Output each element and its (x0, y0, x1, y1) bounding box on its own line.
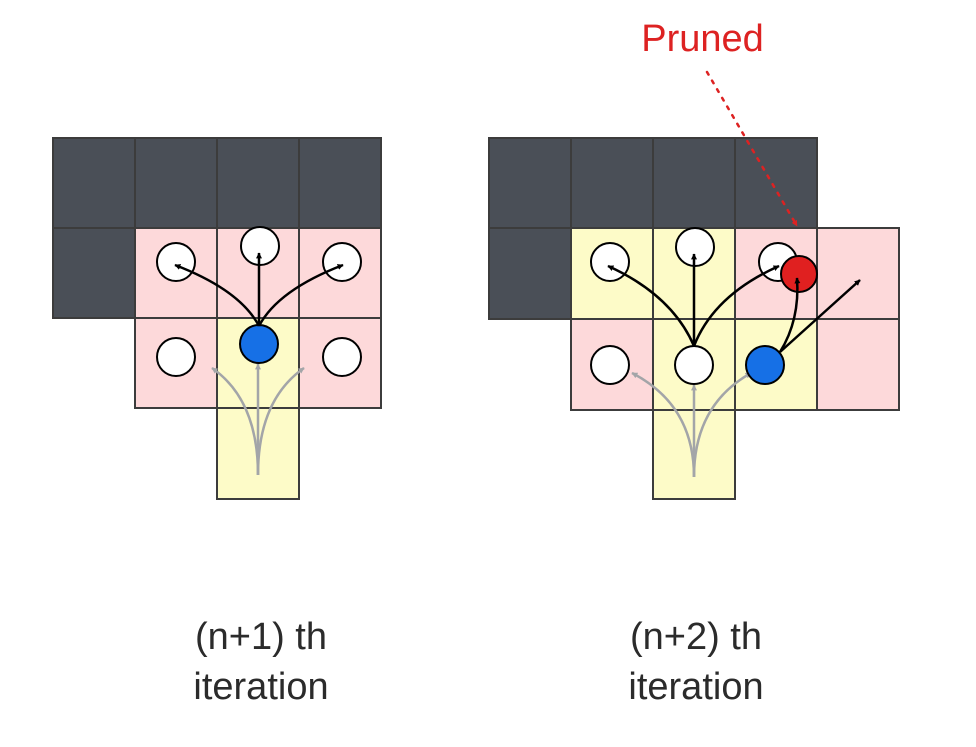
right-active-arrows (607, 253, 861, 353)
candidate-node (156, 337, 196, 377)
obstacle-cell (570, 137, 654, 229)
left-active-arrows (174, 252, 344, 327)
left-caption-line1: (n+1) th (194, 616, 328, 658)
obstacle-cell (488, 227, 572, 320)
previous-expansion-arrow (692, 371, 752, 478)
pruned-pointer-arrow (705, 70, 799, 228)
candidate-node (156, 242, 196, 282)
candidate-cell (816, 227, 900, 320)
expansion-arrow (174, 263, 261, 327)
candidate-node (590, 345, 630, 385)
pruned-node (780, 255, 818, 293)
expansion-arrow (778, 277, 801, 353)
obstacle-cell (134, 137, 218, 229)
current-node (239, 324, 279, 364)
right-caption-line2: iteration (628, 666, 764, 708)
obstacle-cell (216, 137, 300, 229)
previous-expansion-arrow (256, 366, 305, 476)
candidate-node (322, 337, 362, 377)
candidate-node (322, 242, 362, 282)
pruned-pointer (705, 70, 799, 228)
expanded-node (674, 345, 714, 385)
pruned-label: Pruned (641, 18, 764, 60)
left-panel-grid (52, 137, 382, 500)
expansion-arrow (692, 264, 780, 347)
obstacle-cell (652, 137, 736, 229)
obstacle-cell (488, 137, 572, 229)
current-node (745, 345, 785, 385)
right-caption: (n+2) th iteration (566, 612, 826, 712)
expansion-arrow (779, 279, 861, 353)
right-caption-line1: (n+2) th (629, 616, 763, 658)
obstacle-cell (734, 137, 818, 229)
candidate-node (590, 242, 630, 282)
obstacle-cell (298, 137, 382, 229)
left-caption: (n+1) th iteration (131, 612, 391, 712)
obstacle-cell (52, 137, 136, 229)
left-previous-arrows (211, 363, 305, 476)
candidate-cell (816, 318, 900, 411)
left-nodes (156, 226, 362, 377)
expansion-arrow (607, 264, 696, 347)
right-previous-arrows (631, 371, 752, 478)
left-caption-line2: iteration (193, 666, 329, 708)
right-nodes (590, 227, 818, 385)
obstacle-cell (52, 227, 136, 319)
expansion-arrow (257, 263, 344, 327)
